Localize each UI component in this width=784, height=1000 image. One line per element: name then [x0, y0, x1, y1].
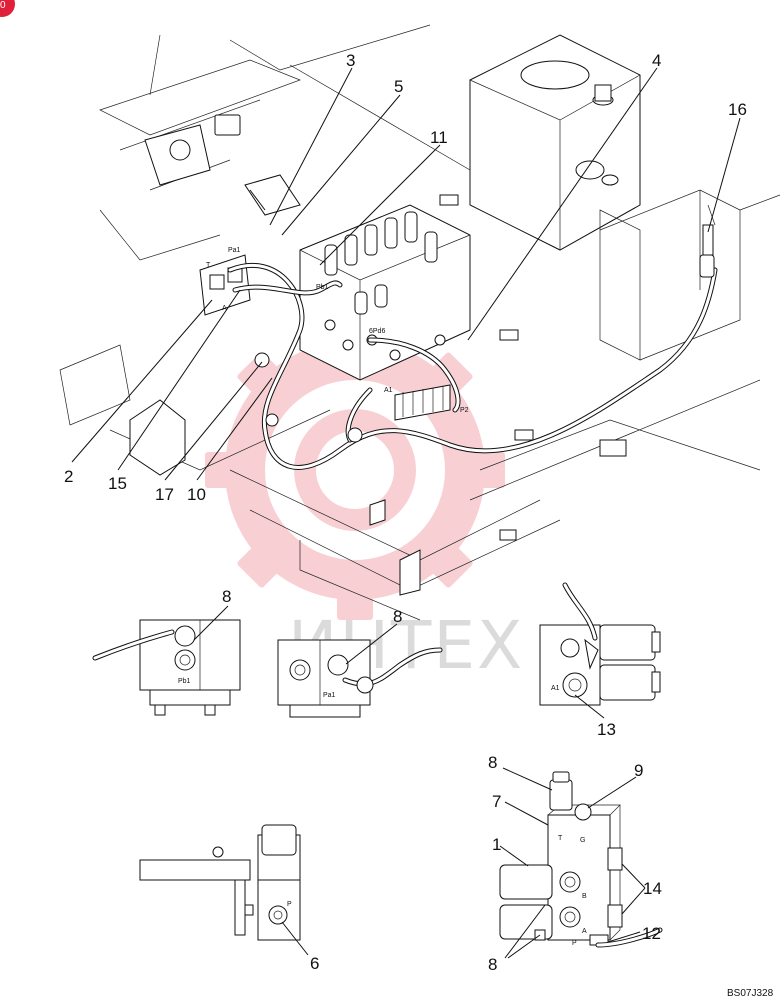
- detail-sensor-port: P 6: [139, 824, 319, 973]
- callout-17: 17: [155, 485, 174, 504]
- block-port-label-t: T: [558, 835, 563, 842]
- corner-badge: 0: [0, 0, 15, 17]
- port-label-a: A: [222, 305, 227, 312]
- callout-14: 14: [643, 879, 662, 898]
- detail6-port-label-p: P: [287, 901, 292, 908]
- port-label-a1: A1: [384, 387, 393, 394]
- callout-3: 3: [346, 51, 355, 70]
- block-port-label-p: P: [572, 940, 577, 947]
- callout-4: 4: [652, 51, 661, 70]
- block-port-label-b: B: [582, 893, 587, 900]
- callout-15: 15: [108, 474, 127, 493]
- valve-spools: [324, 211, 438, 315]
- block-port-label-a: A: [582, 928, 587, 935]
- callout-2: 2: [64, 467, 73, 486]
- callout-8-detail-pb1: 8: [222, 587, 231, 606]
- drawing-code: BS07J328: [727, 988, 774, 999]
- callout-7: 7: [492, 792, 501, 811]
- detail-pa1: Pa1 8: [277, 607, 443, 718]
- main-leaders: [71, 67, 741, 481]
- detail-a1: A1 13: [539, 582, 661, 739]
- callout-16: 16: [728, 100, 747, 119]
- callout-5: 5: [394, 77, 403, 96]
- callout-8-block-bottom: 8: [488, 955, 497, 974]
- callout-13: 13: [597, 720, 616, 739]
- callout-10: 10: [187, 485, 206, 504]
- main-callouts: 3 5 11 4 16 2 15 17 10: [64, 51, 747, 504]
- main-assembly: Pa1 T Pb1 A 6Pd6 A1 P2: [59, 24, 781, 621]
- block-port-label-g: G: [580, 837, 585, 844]
- port-label-t: T: [206, 262, 211, 269]
- callout-8-block-top: 8: [488, 753, 497, 772]
- port-label-pb1: Pb1: [316, 284, 329, 291]
- port-label-pa1: Pa1: [228, 247, 241, 254]
- port-label-p2: P2: [460, 407, 469, 414]
- callout-6: 6: [310, 954, 319, 973]
- callout-9: 9: [634, 761, 643, 780]
- callout-8-detail-pa1: 8: [393, 607, 402, 626]
- detail-solenoid-block: T G B A P 8 9 7 1 14 12 8: [488, 753, 663, 974]
- corner-badge-text: 0: [0, 0, 6, 11]
- callout-12: 12: [642, 924, 661, 943]
- detail-pb1: Pb1 8: [92, 587, 241, 716]
- callout-11: 11: [430, 128, 448, 147]
- callout-1: 1: [492, 835, 501, 854]
- port-label-6pd6: 6Pd6: [369, 328, 385, 335]
- detail-pa1-port-label: Pa1: [323, 692, 336, 699]
- detail-a1-port-label: A1: [551, 685, 560, 692]
- detail-pb1-port-label: Pb1: [178, 678, 191, 685]
